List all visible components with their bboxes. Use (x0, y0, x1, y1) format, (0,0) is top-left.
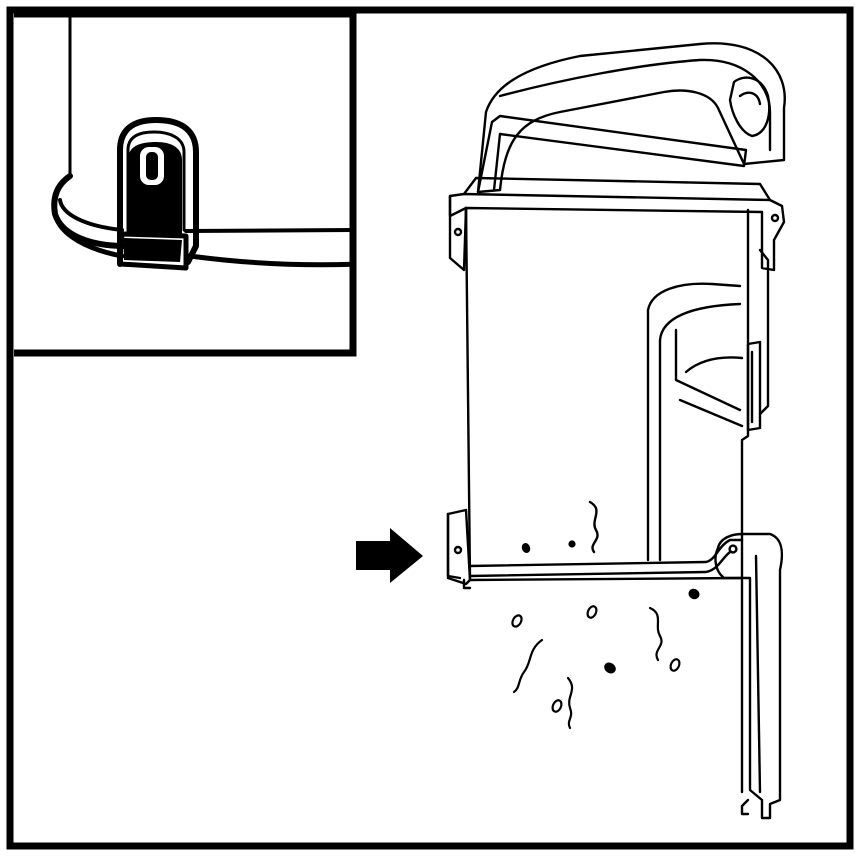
latch-close-up-inset (14, 10, 357, 357)
falling-debris (511, 540, 700, 730)
handle-grip (728, 76, 771, 138)
cup-rim-band-lower (58, 198, 124, 232)
cyclone-duct (646, 282, 742, 562)
side-vent (746, 340, 762, 432)
bottom-door-open (714, 532, 784, 820)
cup-lid (476, 114, 748, 194)
dust-cup-side-view (446, 42, 786, 820)
push-latch-arrow (356, 528, 423, 583)
latch-outer (117, 117, 199, 267)
top-collar (448, 192, 786, 272)
latch-tab-dark (124, 238, 182, 262)
cup-rim-left-bottom (52, 211, 125, 259)
cup-handle (476, 42, 786, 194)
latch-inner (126, 130, 186, 234)
handle-inner-curve (498, 58, 772, 152)
debris-inside (588, 500, 599, 554)
inset-frame (14, 10, 357, 357)
cup-rim-right (184, 228, 353, 233)
cup-rim-right-bottom (187, 253, 353, 268)
latch-tab (117, 231, 189, 271)
